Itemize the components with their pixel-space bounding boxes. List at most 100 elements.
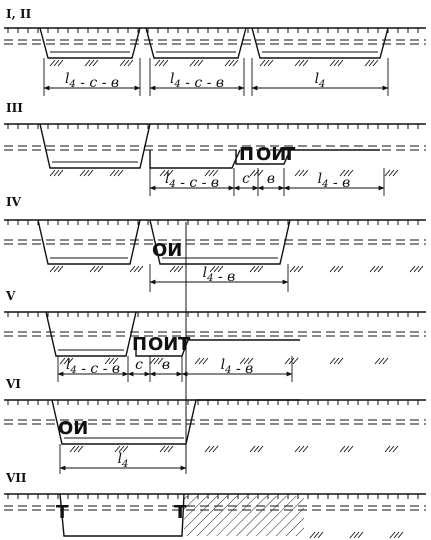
soil-hatch (112, 357, 119, 365)
soil-hatch (372, 59, 379, 67)
soil-hatch (239, 357, 246, 365)
soil-hatch (249, 445, 256, 453)
soil-hatch (217, 265, 224, 273)
soil-hatch (89, 265, 96, 273)
soil-hatch (67, 357, 74, 365)
soil-hatch (154, 59, 161, 67)
soil-hatch (87, 169, 94, 177)
soil-hatch (53, 169, 60, 177)
soil-hatch (397, 531, 404, 539)
soil-hatch (302, 169, 309, 177)
excavation-pit (45, 311, 137, 357)
soil-hatch (53, 265, 60, 273)
soil-hatch (73, 445, 80, 453)
soil-hatch (337, 59, 344, 67)
soil-hatch (49, 265, 56, 273)
dimension-label: l4 - c - в (170, 71, 224, 91)
soil-hatch (162, 59, 169, 67)
dimension-label: l4 - в (221, 357, 254, 377)
soil-hatch (253, 265, 260, 273)
dimension-label: l4 - в (318, 171, 351, 191)
soil-hatch (173, 265, 180, 273)
soil-hatch (413, 265, 420, 273)
machine-mark: Т (174, 502, 187, 523)
soil-hatch (157, 357, 164, 365)
excavation-pit (149, 219, 291, 265)
soil-hatch (97, 265, 104, 273)
soil-hatch (63, 357, 70, 365)
soil-hatch (53, 59, 60, 67)
soil-hatch (163, 169, 170, 177)
soil-hatch (189, 59, 196, 67)
soil-hatch (92, 59, 99, 67)
soil-hatch (357, 531, 364, 539)
soil-hatch (153, 357, 160, 365)
soil-hatch (159, 169, 166, 177)
stage-label: IV (6, 195, 22, 209)
soil-hatch (368, 59, 375, 67)
dimension-label: l4 - в (203, 265, 236, 285)
soil-hatch (292, 357, 299, 365)
soil-hatch (118, 445, 125, 453)
dimension-label: l4 - c - в (165, 171, 219, 191)
soil-hatch (333, 265, 340, 273)
soil-hatch (114, 445, 121, 453)
soil-hatch (349, 531, 356, 539)
soil-hatch (212, 445, 219, 453)
soil-hatch (382, 357, 389, 365)
soil-hatch (364, 59, 371, 67)
soil-hatch (289, 265, 296, 273)
soil-hatch (49, 169, 56, 177)
excavation-pit (149, 149, 241, 169)
soil-hatch (253, 445, 260, 453)
soil-hatch (129, 265, 136, 273)
soil-hatch (297, 265, 304, 273)
soil-hatch (208, 169, 215, 177)
soil-hatch (313, 531, 320, 539)
soil-hatch (374, 357, 381, 365)
machine-mark: ОИ (148, 334, 178, 355)
soil-hatch (294, 445, 301, 453)
soil-hatch (123, 59, 130, 67)
soil-hatch (353, 531, 360, 539)
soil-hatch (339, 169, 346, 177)
stage-label: I, II (6, 7, 32, 21)
soil-hatch (329, 357, 336, 365)
soil-hatch (212, 169, 219, 177)
soil-hatch (294, 169, 301, 177)
excavation-pit (145, 27, 247, 59)
backfill-outline (235, 149, 380, 165)
soil-hatch (298, 59, 305, 67)
soil-hatch (204, 169, 211, 177)
soil-hatch (343, 169, 350, 177)
soil-hatch (259, 59, 266, 67)
soil-hatch (59, 357, 66, 365)
soil-hatch (393, 531, 400, 539)
soil-hatch (288, 357, 295, 365)
soil-hatch (79, 169, 86, 177)
soil-hatch (339, 445, 346, 453)
soil-hatch (213, 265, 220, 273)
soil-hatch (417, 265, 424, 273)
dimension-label: c (135, 357, 143, 373)
soil-hatch (194, 357, 201, 365)
soil-hatch (209, 265, 216, 273)
dimension-label: c (242, 171, 250, 187)
soil-hatch (267, 59, 274, 67)
dimension-label: l4 (315, 71, 326, 90)
soil-hatch (257, 265, 264, 273)
soil-hatch (169, 265, 176, 273)
soil-hatch (88, 59, 95, 67)
soil-hatch (333, 357, 340, 365)
excavation-pit (39, 123, 151, 169)
soil-hatch (249, 265, 256, 273)
soil-hatch (202, 357, 209, 365)
soil-hatch (294, 59, 301, 67)
soil-hatch (284, 357, 291, 365)
soil-hatch (378, 357, 385, 365)
soil-hatch (119, 59, 126, 67)
soil-hatch (109, 169, 116, 177)
